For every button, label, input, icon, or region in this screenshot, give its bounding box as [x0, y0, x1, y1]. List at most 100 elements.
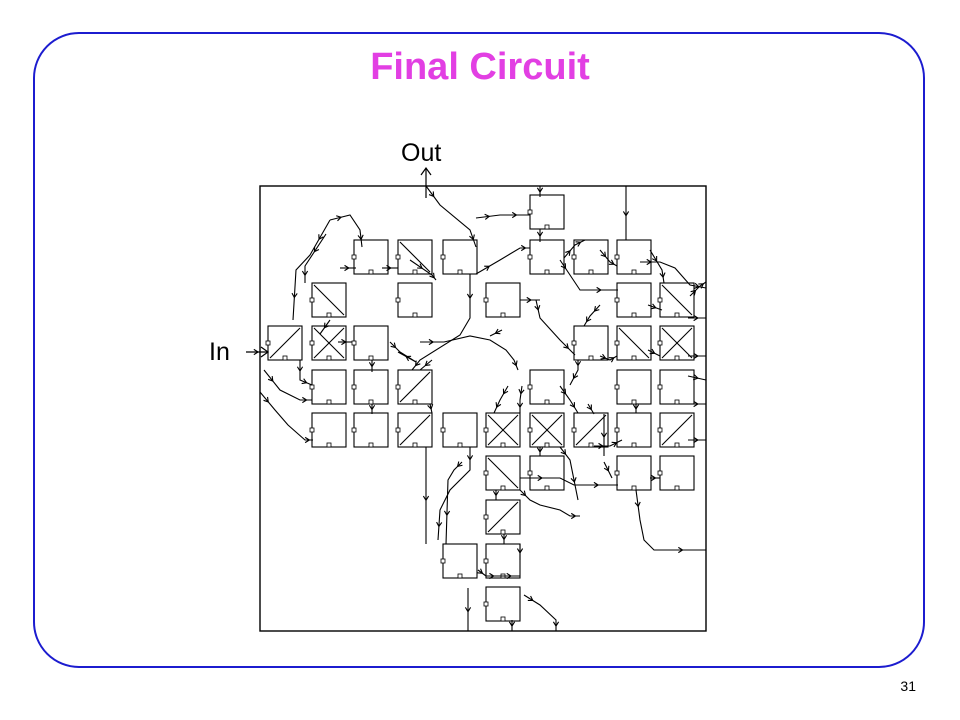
wire-arrow — [464, 607, 472, 613]
wire-arrow — [586, 404, 592, 411]
wire-arrow — [318, 234, 324, 241]
wire-arrow — [586, 316, 592, 323]
logic-cell — [353, 325, 389, 361]
cell-pin — [368, 399, 374, 405]
cell-crossing — [399, 414, 431, 446]
cell-pin — [614, 297, 620, 303]
logic-cell — [616, 369, 652, 405]
output-arrow-head — [420, 166, 432, 176]
wire-arrow — [511, 211, 518, 219]
wire — [519, 489, 580, 517]
cell-pin — [571, 427, 577, 433]
wiring — [246, 185, 707, 631]
wire-arrow — [492, 490, 500, 497]
cell-crossing — [399, 371, 431, 403]
cell-pin — [631, 269, 637, 275]
cell-pin — [483, 470, 489, 476]
wire — [304, 233, 327, 283]
logic-cell — [442, 239, 478, 275]
cell-pin — [571, 254, 577, 260]
cell-crossing — [661, 284, 693, 316]
wire-arrow — [552, 621, 560, 628]
cell-pin — [309, 297, 315, 303]
cell-pin — [412, 442, 418, 448]
cell-pin — [614, 384, 620, 390]
wire-arrow — [693, 436, 699, 444]
wire-arrow — [598, 442, 604, 450]
wire-arrow — [466, 293, 474, 300]
wire-arrow — [650, 303, 657, 310]
wire-arrow — [536, 187, 544, 194]
wire-arrow — [296, 366, 304, 373]
cell-pin — [309, 384, 315, 390]
cell-pin — [500, 442, 506, 448]
cell-pin — [631, 442, 637, 448]
wire-arrow — [563, 343, 569, 349]
logic-cell — [659, 455, 695, 491]
cell-pin — [440, 558, 446, 564]
wire — [569, 360, 579, 386]
wire-arrow — [484, 265, 491, 271]
logic-cell — [529, 239, 565, 275]
cell-pin — [614, 340, 620, 346]
cell-pin — [571, 340, 577, 346]
cell-pin — [412, 312, 418, 318]
logic-cell — [397, 282, 433, 318]
wire — [437, 447, 471, 541]
wire — [420, 335, 519, 371]
wire-arrow — [405, 355, 412, 362]
wire-arrow — [698, 283, 705, 289]
cell-pin — [457, 269, 463, 275]
cell-pin — [457, 442, 463, 448]
wire-arrow — [302, 396, 308, 404]
wire-arrow — [574, 360, 582, 367]
logic-cell — [529, 194, 565, 230]
slide-title: Final Circuit — [370, 46, 590, 88]
wire-arrow — [368, 362, 376, 368]
cell-crossing — [531, 414, 563, 446]
cell-pin — [500, 529, 506, 535]
wire-arrow — [516, 548, 524, 554]
cell-pin — [309, 427, 315, 433]
wire-arrow — [593, 481, 600, 489]
cell-pin — [631, 312, 637, 318]
cell-pin — [500, 312, 506, 318]
wire-arrow — [263, 396, 269, 403]
wire-arrow — [267, 375, 274, 382]
cell-pin — [351, 427, 357, 433]
cell-pin — [674, 355, 680, 361]
slide-frame — [33, 32, 925, 668]
cell-pin — [483, 558, 489, 564]
wire-arrow — [570, 477, 577, 484]
wire-arrow — [466, 455, 474, 461]
logic-cell — [529, 369, 565, 405]
wire-arrow — [291, 292, 298, 299]
cell-pin — [657, 470, 663, 476]
logic-cell — [485, 543, 521, 579]
cell-pin — [527, 384, 533, 390]
cell-pin — [368, 355, 374, 361]
cell-crossing — [313, 284, 345, 316]
wire-arrow — [424, 360, 431, 367]
logic-cell — [442, 543, 478, 579]
wire-arrow — [417, 263, 423, 269]
wire-arrow — [600, 353, 607, 360]
cell-pin — [588, 355, 594, 361]
cell-pin — [395, 384, 401, 390]
cell-pin — [674, 312, 680, 318]
wire-arrow — [506, 572, 513, 580]
logic-cell — [616, 282, 652, 318]
cell-crossing — [399, 241, 431, 273]
wire-arrow — [560, 263, 567, 270]
wire-arrow — [390, 342, 397, 349]
wire-arrow — [649, 348, 656, 355]
wire-arrow — [436, 521, 443, 528]
wire-arrow — [569, 402, 575, 409]
wire-arrow — [693, 352, 699, 360]
cell-pin — [614, 254, 620, 260]
cell-pin — [588, 442, 594, 448]
wire — [493, 385, 509, 414]
wire-arrow — [537, 474, 544, 482]
wire-arrow — [693, 400, 699, 408]
